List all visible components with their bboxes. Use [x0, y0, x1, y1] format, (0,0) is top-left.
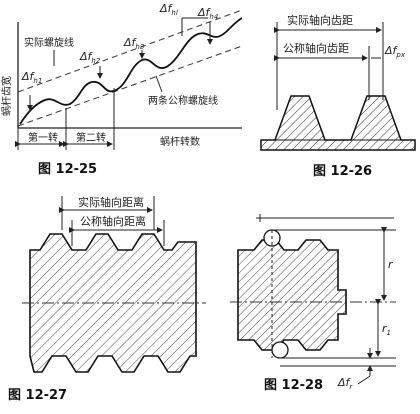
ball-probe-bottom — [271, 341, 289, 359]
nominal-distance-label: 公称轴向距离 — [80, 214, 146, 228]
nominal-helix-label: 两条公称螺旋线 — [148, 94, 218, 107]
actual-distance-label: 实际轴向距离 — [78, 195, 144, 209]
figure-12-26: 实际轴向齿距 公称轴向齿距 Δfpx 图 12-26 — [255, 0, 420, 180]
svg-text:Δfpx: Δfpx — [384, 44, 406, 59]
y-axis-label: 蜗杆齿宽 — [0, 76, 13, 116]
actual-pitch-label: 实际轴向齿距 — [287, 13, 353, 27]
actual-helix-curve — [19, 17, 243, 125]
svg-text:r1: r1 — [382, 322, 391, 337]
caption-12-28: 图 12-28 — [264, 378, 324, 393]
svg-text:Δfhl: Δfhl — [159, 2, 178, 17]
worm-section — [237, 239, 347, 351]
caption-12-26: 图 12-26 — [313, 164, 373, 179]
axial-pitch-diagram: 实际轴向齿距 公称轴向齿距 Δfpx — [260, 13, 416, 151]
axial-distance-diagram: 实际轴向距离 公称轴向距离 — [22, 195, 206, 373]
svg-text:Δfh1: Δfh1 — [21, 70, 42, 85]
radial-runout-diagram: r r1 Δfr — [230, 214, 396, 391]
second-turn-label: 第二转 — [76, 131, 106, 144]
caption-12-25: 图 12-25 — [38, 162, 98, 177]
nominal-helix-upper — [17, 9, 243, 93]
tooth-profile — [260, 95, 416, 151]
x-axis-label: 蜗杆转数 — [160, 135, 200, 148]
svg-text:Δfh4: Δfh4 — [197, 6, 218, 21]
svg-text:Δfh3: Δfh3 — [123, 36, 144, 51]
first-turn-label: 第一转 — [28, 131, 58, 144]
helix-diagram: 实际螺旋线 两条公称螺旋线 Δfh1 Δfh2 Δfh3 Δfhl Δfh4 第… — [0, 2, 243, 150]
nominal-pitch-label: 公称轴向齿距 — [283, 41, 349, 55]
figure-12-27: 实际轴向距离 公称轴向距离 图 12-27 — [0, 190, 215, 410]
r-label: r — [388, 258, 394, 271]
figure-12-25: 实际螺旋线 两条公称螺旋线 Δfh1 Δfh2 Δfh3 Δfhl Δfh4 第… — [0, 0, 250, 180]
caption-12-27: 图 12-27 — [8, 388, 68, 403]
nominal-helix-lower — [17, 45, 243, 127]
svg-text:Δfr: Δfr — [337, 376, 353, 391]
svg-text:Δfh2: Δfh2 — [79, 50, 101, 65]
figure-12-28: r r1 Δfr 图 12-28 — [220, 190, 420, 410]
actual-helix-label: 实际螺旋线 — [24, 36, 74, 49]
